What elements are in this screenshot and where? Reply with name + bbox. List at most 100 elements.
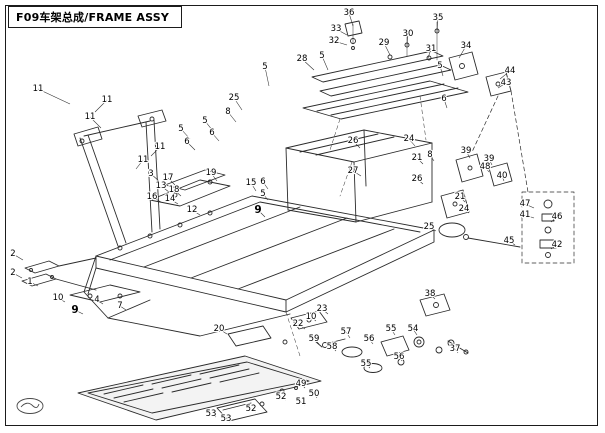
leader-line [210, 413, 217, 418]
callout-36: 36 [344, 8, 355, 18]
leader-line [74, 309, 84, 315]
leader-line [352, 170, 362, 177]
leader-line [365, 363, 371, 369]
callout-55: 55 [386, 324, 397, 334]
leader-line [412, 328, 418, 336]
callout-56: 56 [364, 334, 375, 344]
leader-line [12, 272, 23, 279]
callout-34: 34 [461, 41, 472, 51]
callout-9: 9 [71, 304, 78, 316]
callout-55: 55 [361, 359, 372, 369]
callout-37: 37 [450, 344, 461, 354]
leader-line [150, 173, 160, 182]
callout-21: 21 [412, 153, 423, 163]
callout-11: 11 [85, 112, 96, 122]
callout-28: 28 [297, 54, 308, 64]
callout-45: 45 [504, 236, 515, 246]
callout-2: 2 [10, 249, 15, 259]
leader-line [160, 185, 170, 193]
callout-1: 1 [27, 277, 32, 287]
leader-line [119, 305, 127, 311]
leader-line [499, 70, 511, 80]
leader-line [429, 293, 436, 300]
leader-line [331, 346, 337, 352]
callout-5: 5 [437, 61, 442, 71]
leader-line [310, 316, 317, 322]
callout-24: 24 [459, 204, 470, 214]
callout-40: 40 [497, 171, 508, 181]
callout-58: 58 [327, 342, 338, 352]
callout-6: 6 [260, 177, 265, 187]
callout-24: 24 [404, 134, 415, 144]
callout-52: 52 [276, 392, 287, 402]
lower-mount-parts [227, 293, 469, 373]
callout-5: 5 [262, 62, 267, 72]
callout-48: 48 [480, 162, 491, 172]
callout-2: 2 [10, 268, 15, 278]
leader-line [416, 157, 424, 165]
leader-line [333, 40, 348, 46]
callout-29: 29 [379, 38, 390, 48]
leader-line [398, 356, 403, 362]
callout-8: 8 [225, 107, 230, 117]
callout-46: 46 [552, 212, 563, 222]
leader-line [29, 281, 39, 287]
leader-line [428, 226, 437, 232]
callout-16: 16 [147, 192, 158, 202]
callout-5: 5 [202, 116, 207, 126]
callout-6: 6 [184, 137, 189, 147]
leader-line [150, 146, 161, 157]
leader-line [443, 98, 448, 109]
callout-13: 13 [156, 181, 167, 191]
leader-line [57, 297, 66, 303]
leader-line [550, 216, 558, 223]
leader-line [408, 138, 416, 147]
leader-line [390, 328, 396, 336]
brand-logo-icon [16, 398, 44, 414]
callout-25: 25 [424, 222, 435, 232]
leader-line [368, 338, 374, 345]
leader-line [135, 159, 144, 170]
leader-line [406, 33, 409, 47]
leader-line [301, 58, 315, 71]
leader-line [439, 65, 444, 77]
leader-line [459, 196, 466, 203]
callout-22: 22 [293, 319, 304, 329]
leader-line [454, 348, 459, 354]
leader-line [96, 299, 104, 305]
leader-line [508, 240, 516, 246]
callout-38: 38 [425, 289, 436, 299]
callout-11: 11 [33, 84, 44, 94]
leader-line [488, 158, 493, 166]
callout-57: 57 [341, 327, 352, 337]
callout-27: 27 [348, 166, 359, 176]
callout-39: 39 [461, 146, 472, 156]
leader-line [300, 401, 306, 406]
leader-line [484, 166, 490, 173]
leader-line [37, 88, 71, 105]
leader-line [465, 150, 471, 159]
leader-line [180, 128, 191, 140]
callout-23: 23 [317, 304, 328, 314]
callout-49: 49 [296, 379, 307, 389]
callout-8: 8 [427, 150, 432, 160]
leader-line [321, 55, 329, 71]
leader-line [186, 141, 196, 151]
leader-line [416, 178, 424, 185]
callout-59: 59 [309, 334, 320, 344]
leader-line [524, 214, 535, 219]
skid-plate [77, 355, 322, 422]
callout-33: 33 [331, 24, 342, 34]
leader-line [89, 116, 102, 129]
construction-lines [285, 95, 427, 357]
leader-line [352, 140, 361, 149]
callout-52: 52 [246, 404, 257, 414]
front-mount-brackets [21, 257, 141, 303]
callout-26: 26 [348, 136, 359, 146]
callout-30: 30 [403, 29, 414, 39]
leader-line [313, 393, 318, 399]
leader-line [210, 172, 218, 182]
page-border [5, 5, 598, 426]
leader-line [300, 383, 306, 389]
page-title: F09车架总成/FRAME ASSY [8, 6, 183, 28]
